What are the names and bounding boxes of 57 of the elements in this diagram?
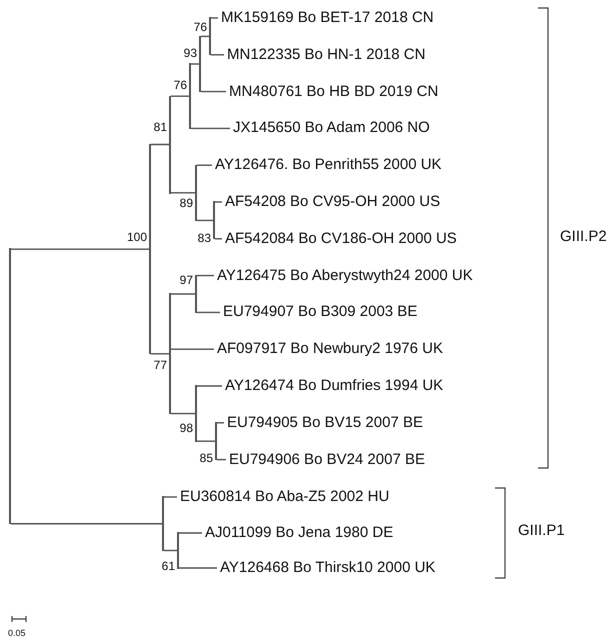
branch-line [170,293,196,295]
branch-line [170,96,190,97]
bootstrap-value: 97 [180,273,193,287]
clade-label: GIII.P2 [560,228,607,246]
taxon-label: EU360814 Bo Aba-Z5 2002 HU [179,487,390,507]
taxon-label: AY126476. Bo Penrith55 2000 UK [214,155,442,176]
clade-label: GIII.P1 [518,522,565,540]
taxon-label: EU794905 Bo BV15 2007 BE [226,412,423,433]
branch-line [164,550,178,552]
taxon-label: AY126475 Bo Aberystwyth24 2000 UK [216,266,473,286]
bootstrap-value: 61 [162,559,175,573]
branch-line [150,144,170,146]
bootstrap-value: 77 [154,358,167,372]
taxon-label: MN122335 Bo HN-1 2018 CN [226,44,426,65]
branch-line [196,164,212,166]
taxon-label: AF097917 Bo Newbury2 1976 UK [216,339,443,360]
branch-line [214,238,222,240]
branch-line [210,54,224,56]
branch-line [10,523,162,524]
branch-line [196,312,220,314]
branch-line [178,532,202,534]
bootstrap-value: 81 [154,120,167,134]
bootstrap-value: 89 [180,196,193,210]
bootstrap-value: 93 [184,46,197,60]
branch-line [216,422,224,424]
taxon-label: EU794906 Bo BV24 2007 BE [228,450,425,470]
scale-label: 0.05 [8,627,26,640]
bootstrap-value: 76 [174,78,187,92]
bootstrap-value: 98 [180,421,193,435]
taxon-label: JX145650 Bo Adam 2006 NO [232,118,430,138]
branch-line [196,274,214,276]
branch-line [196,440,216,442]
bootstrap-value: 83 [198,231,211,245]
branch-line [200,90,226,92]
branch-line [170,192,196,194]
bootstrap-value: 76 [194,20,207,34]
taxon-label: AF542084 Bo CV186-OH 2000 US [224,228,457,249]
taxon-label: EU794907 Bo B309 2003 BE [222,302,418,322]
branch-line [178,567,217,569]
taxon-label: AF54208 Bo CV95-OH 2000 US [224,192,440,212]
branch-line [190,128,230,130]
branch-line [150,353,170,354]
branch-line [10,248,150,250]
branch-line [164,496,177,498]
taxon-label: AY126474 Bo Dumfries 1994 UK [224,376,444,396]
bootstrap-value: 85 [200,451,213,465]
branch-line [196,385,222,387]
branch-line [196,220,214,222]
branch-line [170,412,196,414]
taxon-label: MN480761 Bo HB BD 2019 CN [228,82,438,102]
bootstrap-value: 100 [126,230,147,244]
taxon-label: AY126468 Bo Thirsk10 2000 UK [219,558,436,578]
branch-line [170,348,214,350]
branch-line [200,36,210,38]
taxon-label: AJ011099 Bo Jena 1980 DE [204,523,394,543]
taxon-label: MK159169 Bo BET-17 2018 CN [220,8,434,28]
branch-line [216,458,226,460]
